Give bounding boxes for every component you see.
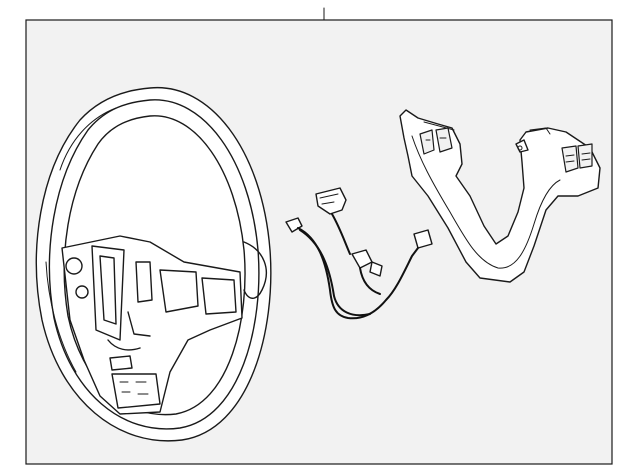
steering-wheel[interactable]: [35, 87, 272, 442]
switch-bezel[interactable]: [399, 109, 601, 283]
wiring-harness[interactable]: [285, 187, 433, 320]
